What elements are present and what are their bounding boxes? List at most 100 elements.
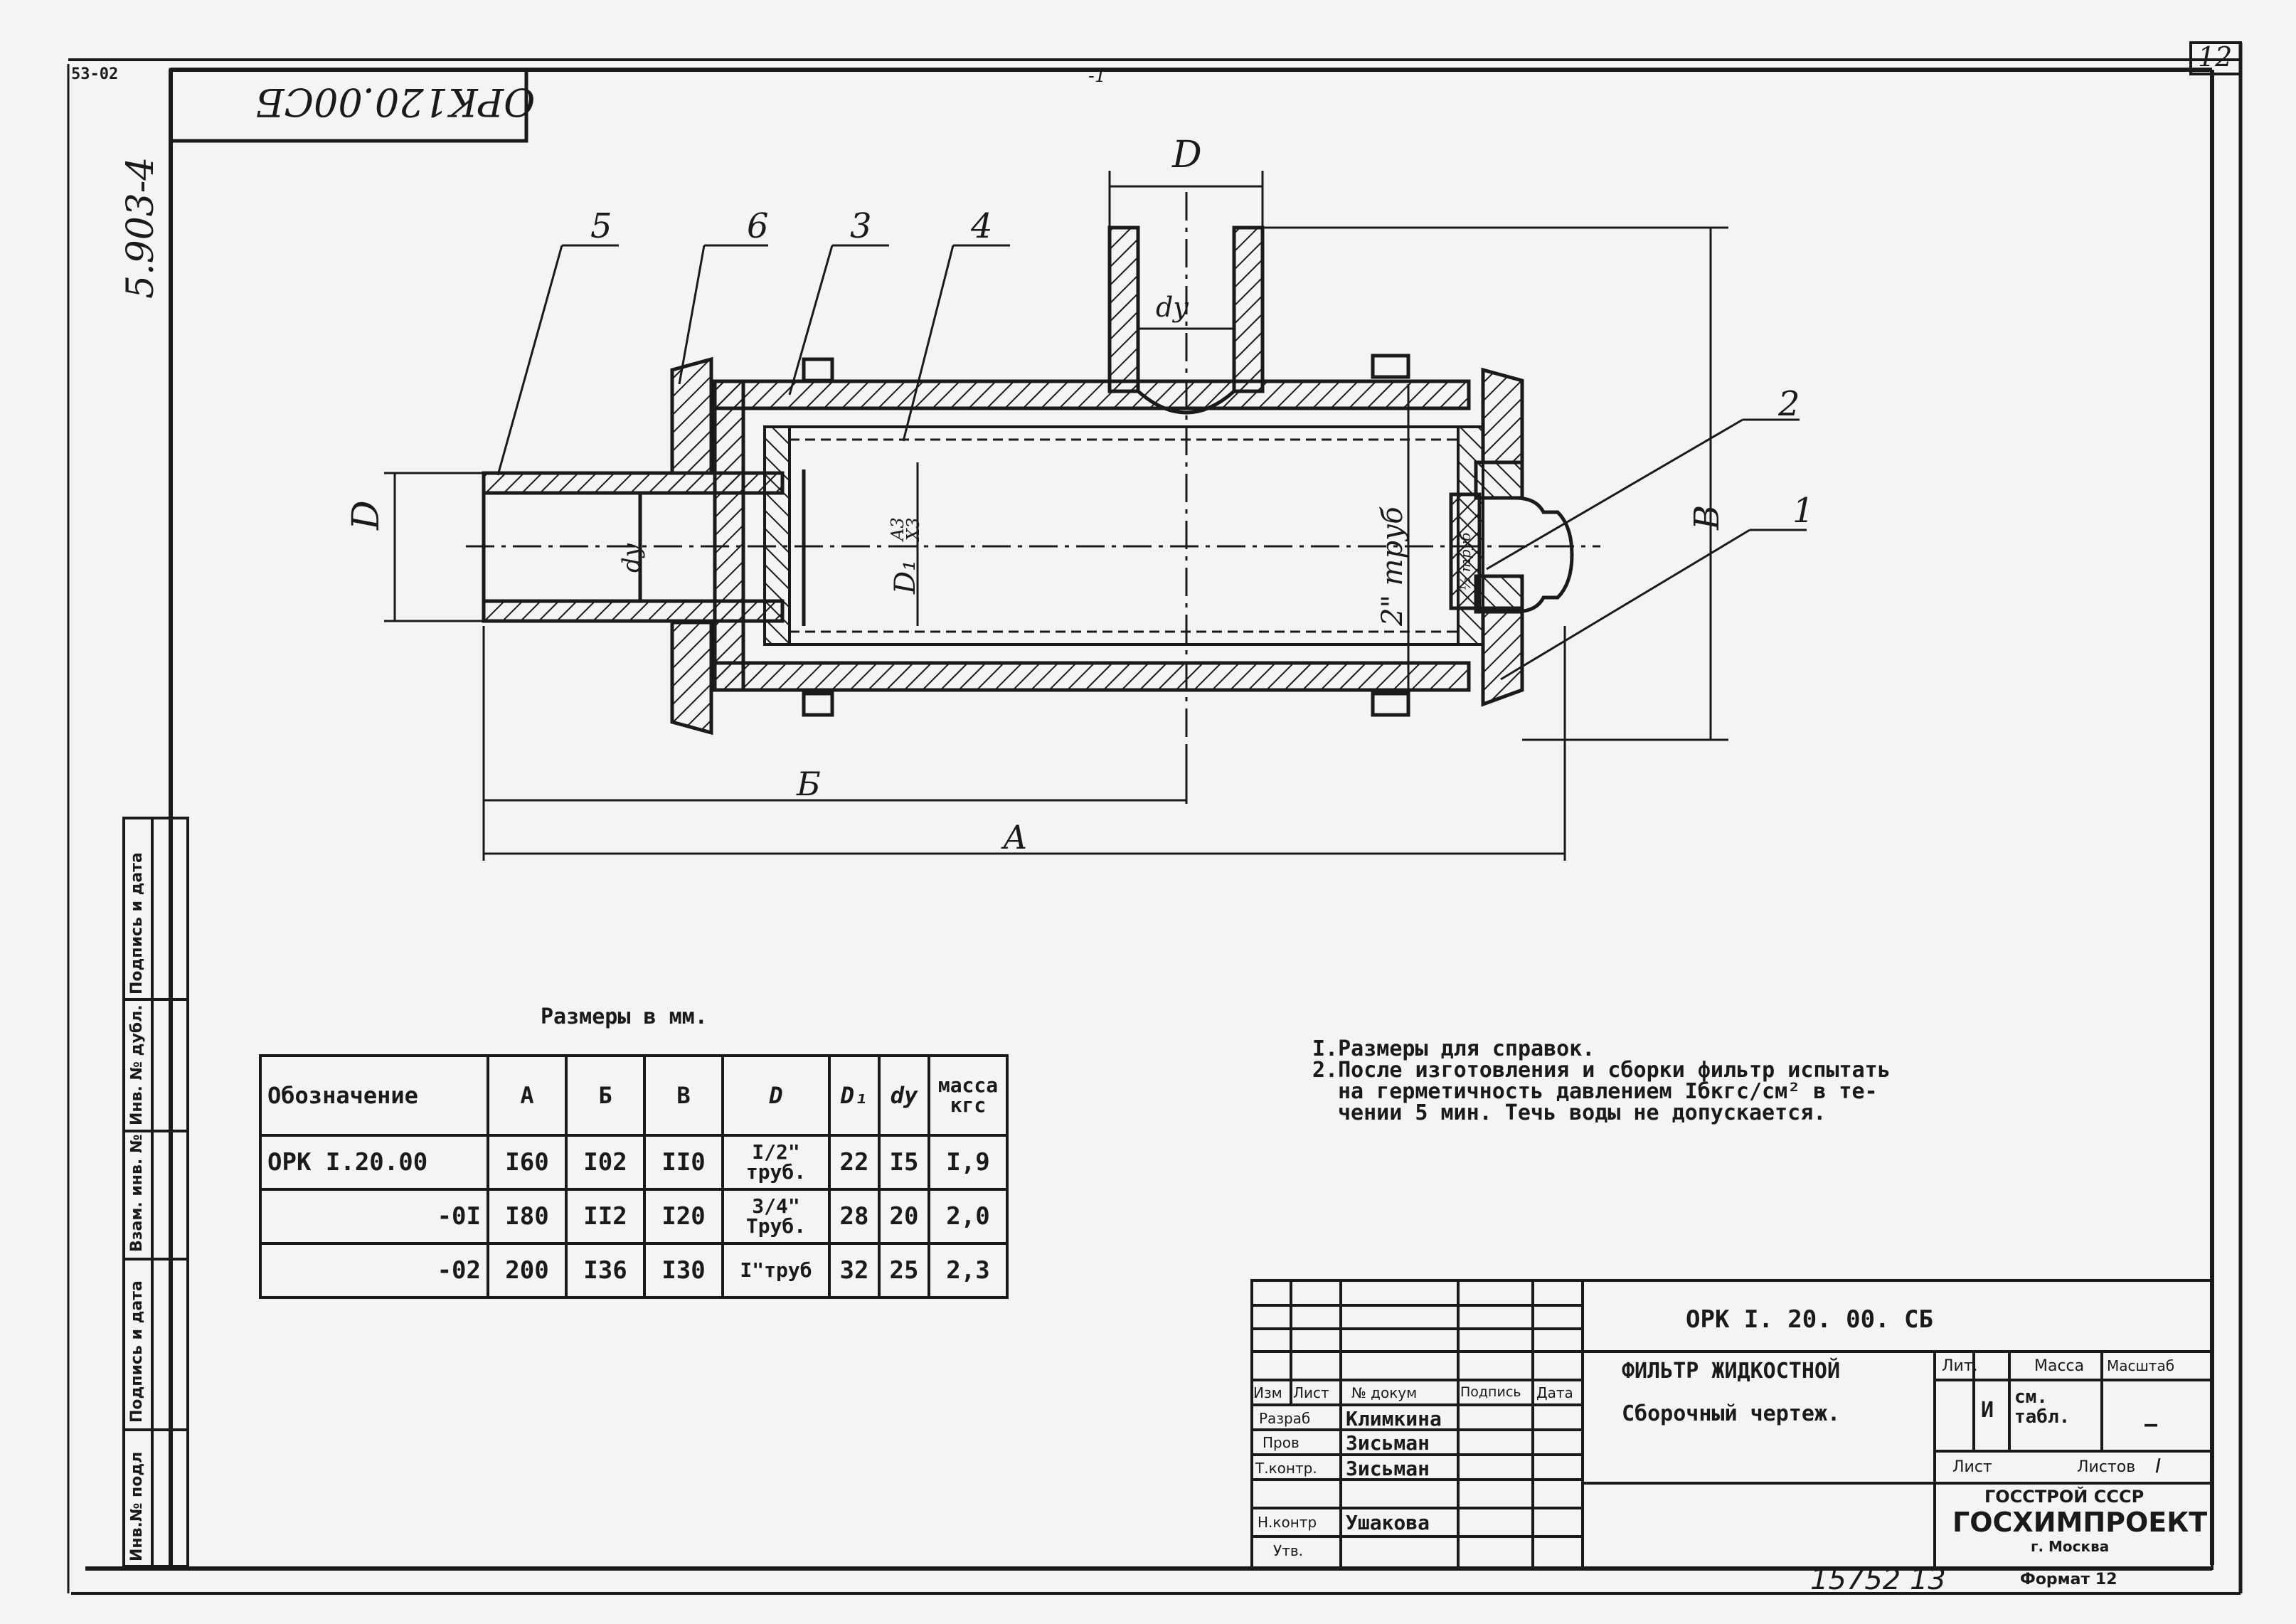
- doc-name: ФИЛЬТР ЖИДКОСТНОЙ: [1622, 1359, 1841, 1384]
- scale-label: Масштаб: [2107, 1357, 2175, 1374]
- header-A: А: [487, 1054, 568, 1137]
- stamp-signature-date-2: Подпись и дата: [128, 852, 146, 994]
- side-stamp-grid: [122, 817, 189, 1568]
- callout-1: 1: [1792, 491, 1814, 531]
- stamp-duplicate-inv: Инв. № дубл.: [128, 1004, 146, 1125]
- top-left-mark: 53-02: [71, 65, 119, 83]
- row-dy: 25: [878, 1242, 930, 1299]
- dim-pipe-size: 2" труб: [1376, 506, 1409, 626]
- sheet-number: 12: [2198, 41, 2233, 73]
- callout-2: 2: [1778, 384, 1800, 424]
- dim-B-length: Б: [797, 765, 821, 803]
- rotated-document-code: ОРК120.00СБ: [256, 80, 536, 124]
- sheets-value: I: [2155, 1454, 2162, 1477]
- sheet-format: Формат 12: [2020, 1571, 2117, 1588]
- center-lines: [466, 192, 1600, 797]
- row-D: 3/4" Труб.: [721, 1188, 831, 1245]
- col-sheet: Лист: [1293, 1384, 1329, 1401]
- row-dy: I5: [878, 1134, 930, 1191]
- table-row: -02 200 I36 I30 I"труб 32 25 2,3: [259, 1242, 1009, 1299]
- dim-D1: D₁: [889, 559, 922, 594]
- top-center-mark: -1: [1088, 65, 1107, 87]
- left-union-nut: [670, 356, 834, 736]
- lit-value: И: [1981, 1398, 1994, 1423]
- title-block-grid: [1250, 1279, 2213, 1570]
- header-dy: dy: [878, 1054, 930, 1137]
- dim-A-length: А: [1003, 818, 1028, 856]
- row-D1: 32: [828, 1242, 881, 1299]
- side-series-code: 5.903-4: [119, 156, 162, 299]
- role-developer: Разраб: [1259, 1410, 1311, 1427]
- table-caption: Размеры в мм.: [541, 1004, 708, 1029]
- note-line: чении 5 мин. Течь воды не допускается.: [1338, 1100, 1827, 1125]
- role-checker: Пров: [1263, 1434, 1300, 1451]
- role-tech-control: Т.контр.: [1255, 1460, 1317, 1477]
- row-mass: I,9: [928, 1134, 1009, 1191]
- filter-body: [713, 225, 1471, 692]
- lit-label: Лит.: [1942, 1357, 1978, 1375]
- mesh-element: [763, 425, 1484, 646]
- dimension-lines: [384, 171, 1728, 861]
- dim-D-left: D: [345, 500, 388, 530]
- row-B: I02: [565, 1134, 646, 1191]
- dim-thread: ½ труб: [1457, 532, 1474, 590]
- dim-B-height: В: [1687, 504, 1727, 530]
- stamp-signature-date: Подпись и дата: [128, 1280, 146, 1423]
- sheets-label: Листов: [2077, 1458, 2136, 1476]
- doc-code: ОРК I. 20. 00. СБ: [1686, 1305, 1933, 1334]
- note-line: 2.После изготовления и сборки фильтр исп…: [1312, 1058, 1891, 1083]
- doc-type: Сборочный чертеж.: [1622, 1401, 1841, 1426]
- row-A: 200: [487, 1242, 568, 1299]
- header-designation: Обозначение: [259, 1054, 489, 1137]
- row-designation: -02: [259, 1242, 489, 1299]
- note-line: на герметичность давлением Iбкгс/см² в т…: [1338, 1079, 1878, 1104]
- row-V: II0: [643, 1134, 724, 1191]
- col-change: Изм: [1253, 1384, 1282, 1401]
- mass-label: Масса: [2034, 1357, 2085, 1375]
- stamp-replaced-inv: Взам. инв. №: [128, 1134, 146, 1252]
- header-mass: масса кгс: [928, 1054, 1009, 1137]
- sheet-label: Лист: [1952, 1458, 1992, 1476]
- person-tech-control: Зисьман: [1346, 1457, 1430, 1480]
- callout-3: 3: [850, 206, 872, 246]
- row-designation: ОРК I.20.00: [259, 1134, 489, 1191]
- col-date: Дата: [1536, 1384, 1573, 1401]
- technical-notes: I.Размеры для справок. 2.После изготовле…: [1312, 1039, 1891, 1124]
- row-D1: 22: [828, 1134, 881, 1191]
- role-approved: Утв.: [1273, 1542, 1303, 1559]
- header-D: D: [721, 1054, 831, 1137]
- right-union-nut: [1371, 354, 1524, 717]
- role-norm-control: Н.контр: [1258, 1514, 1317, 1531]
- drain-plug: [1449, 492, 1574, 614]
- leader-lines: [496, 244, 1807, 681]
- table-row: -0I I80 II2 I20 3/4" Труб. 28 20 2,0: [259, 1188, 1009, 1245]
- dim-dy-top: dy: [1156, 292, 1189, 323]
- callout-5: 5: [590, 206, 612, 246]
- org-line-2: ГОСХИМПРОЕКТ: [1952, 1507, 2208, 1538]
- row-B: I36: [565, 1242, 646, 1299]
- org-city: г. Москва: [2031, 1538, 2110, 1555]
- row-designation: -0I: [259, 1188, 489, 1245]
- row-V: I20: [643, 1188, 724, 1245]
- org-line-1: ГОССТРОЙ СССР: [1984, 1487, 2144, 1507]
- stamp-original-inv: Инв.№ подл: [128, 1451, 146, 1561]
- mass-value: см. табл.: [2014, 1386, 2071, 1428]
- note-line: I.Размеры для справок.: [1312, 1036, 1595, 1061]
- person-norm-control: Ушакова: [1346, 1511, 1430, 1534]
- fit-bottom: X3: [903, 517, 923, 541]
- person-developer: Климкина: [1346, 1407, 1442, 1431]
- callout-4: 4: [971, 206, 993, 246]
- header-B: Б: [565, 1054, 646, 1137]
- callout-6: 6: [747, 206, 769, 246]
- header-D1: D₁: [828, 1054, 881, 1137]
- person-checker: Зисьман: [1346, 1431, 1430, 1455]
- row-dy: 20: [878, 1188, 930, 1245]
- row-D: I/2" труб.: [721, 1134, 831, 1191]
- sheet-frame: [67, 41, 2243, 1595]
- table-header-row: Обозначение А Б В D D₁ dy масса кгс: [259, 1054, 1009, 1137]
- table-row: ОРК I.20.00 I60 I02 II0 I/2" труб. 22 I5…: [259, 1134, 1009, 1191]
- row-D1: 28: [828, 1188, 881, 1245]
- row-mass: 2,3: [928, 1242, 1009, 1299]
- row-V: I30: [643, 1242, 724, 1299]
